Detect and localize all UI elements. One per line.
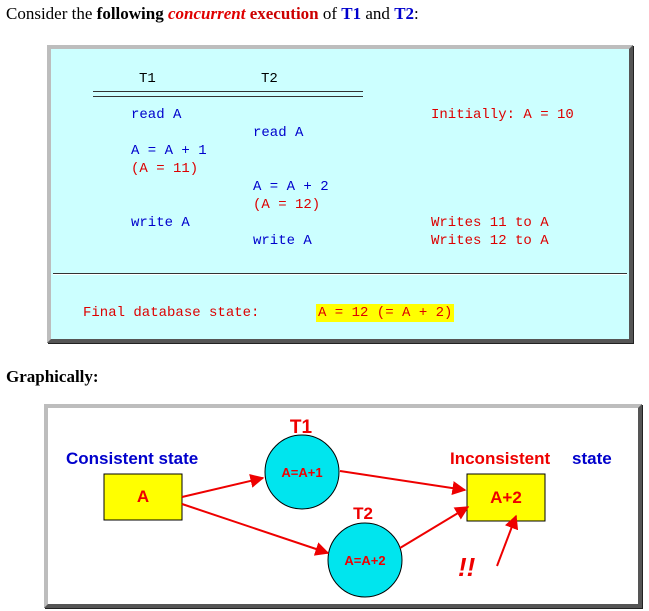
state-diagram: Consistent state A T1 A=A+1 T2 A=A+2 Inc… [66,417,612,598]
t2-node-text: A=A+2 [344,553,385,568]
t2-node-label: T2 [353,504,373,523]
exclaim-marks: !! [458,552,476,582]
header-underline: =============================== [93,91,363,97]
start-state-text: A [137,487,149,506]
intro-and: and [361,4,395,23]
end-state-text: A+2 [490,488,522,507]
note-initial: Initially: A = 10 [431,107,574,123]
intro-of: of [318,4,342,23]
t2-value: (A = 12) [253,197,321,213]
intro-colon: : [414,4,419,23]
intro-text: Consider the [6,4,97,23]
intro-concurrent: concurrent [167,4,246,23]
t1-read: read A [131,107,182,123]
end-state-box [466,473,546,522]
t1-value: (A = 11) [131,161,199,177]
intro-sentence: Consider the following concurrent execut… [6,4,419,24]
intro-t1: T1 [341,4,362,23]
t1-node-label: T1 [290,417,313,438]
t1-node-text: A=A+1 [281,465,322,480]
intro-execution: execution [249,4,319,23]
t2-node [327,522,403,598]
t2-write: write A [253,233,312,249]
t1-node [264,434,340,510]
note-t1-write: Writes 11 to A [431,215,549,231]
intro-t2: T2 [394,4,415,23]
arrow-t2-to-end [399,506,470,549]
t2-compute: A = A + 2 [253,179,329,195]
header-t1: T1 [139,71,156,87]
diagram-panel: Consistent state A T1 A=A+1 T2 A=A+2 Inc… [44,404,642,608]
t1-write: write A [131,215,190,231]
arrow-t1-to-end [339,470,467,496]
start-state-box [103,473,183,521]
graphically-heading: Graphically: [6,367,99,386]
inconsistent-word: Inconsistent [450,449,550,468]
schedule-panel: T1 T2 =============================== re… [47,45,633,343]
final-state-label: Final database state: [83,305,260,321]
header-t2: T2 [261,71,278,87]
panel-divider [53,273,627,275]
t2-read: read A [253,125,304,141]
arrow-exclaim-to-end [496,514,519,567]
consistent-state-label: Consistent state [66,449,198,468]
intro-following: following [96,4,164,23]
final-state-value: A = 12 (= A + 2) [316,304,455,322]
t1-compute: A = A + 1 [131,143,207,159]
state-word: state [572,449,612,468]
arrow-start-to-t1 [181,474,265,498]
note-t2-write: Writes 12 to A [431,233,549,249]
arrow-start-to-t2 [181,503,330,556]
